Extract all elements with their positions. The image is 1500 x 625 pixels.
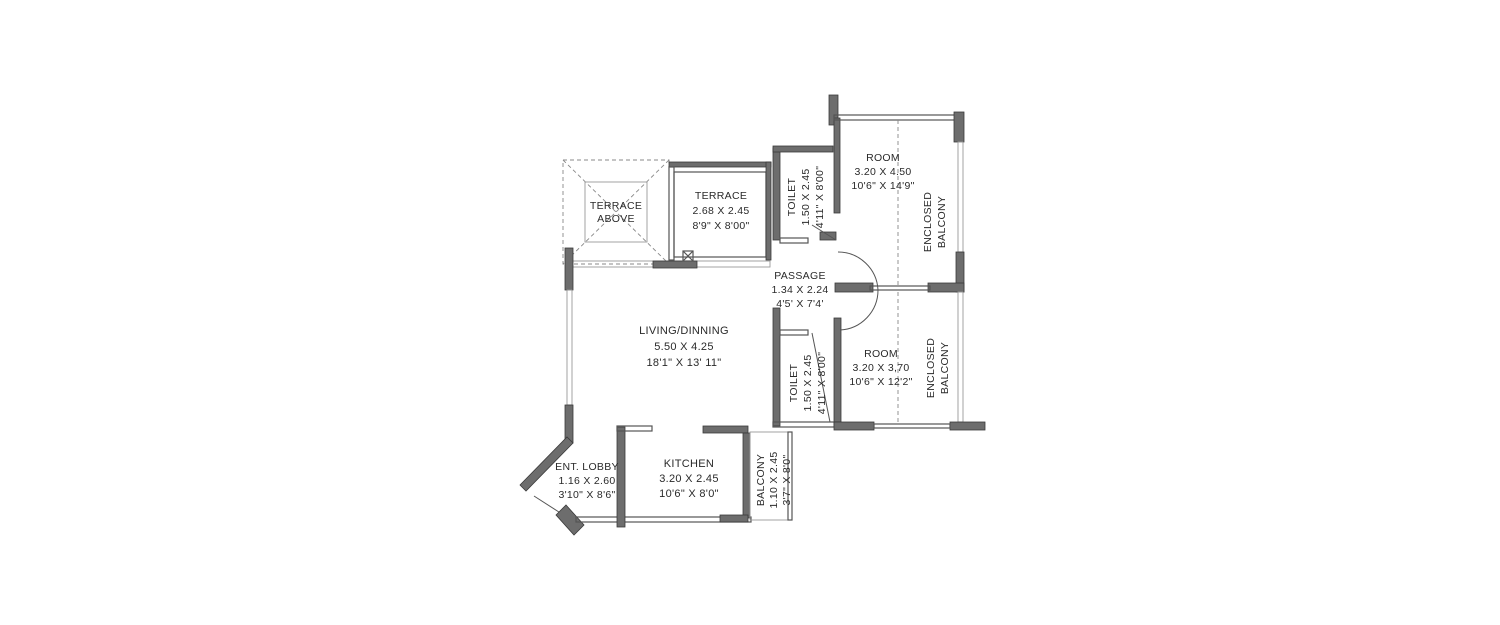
terrace-above-name-2: ABOVE: [597, 213, 635, 225]
enclosed-balcony-bottom-name-1: ENCLOSED: [925, 338, 937, 398]
passage-name: PASSAGE: [774, 270, 826, 282]
room-top-imperial: 10'6" X 14'9": [851, 180, 914, 192]
balcony-name: BALCONY: [755, 454, 767, 506]
passage-metric: 1.34 X 2.24: [771, 284, 828, 296]
terrace-metric: 2.68 X 2.45: [692, 205, 749, 217]
toilet-bottom-metric: 1.50 X 2.45: [802, 354, 814, 411]
terrace-imperial: 8'9" X 8'00": [692, 220, 749, 232]
living-metric: 5.50 X 4.25: [654, 341, 714, 353]
toilet-top-imperial: 4'11" X 8'00": [814, 166, 826, 228]
room-bottom-label: ROOM 3.20 X 3,70 10'6" X 12'2": [849, 348, 912, 388]
kitchen-imperial: 10'6" X 8'0": [659, 488, 719, 500]
toilet-bottom-imperial: 4'11" X 8'00": [816, 352, 828, 414]
room-top-metric: 3.20 X 4.50: [854, 166, 911, 178]
terrace-name: TERRACE: [695, 190, 747, 202]
enclosed-balcony-top-name-2: BALCONY: [936, 196, 948, 248]
room-bottom-metric: 3.20 X 3,70: [852, 362, 909, 374]
room-top-name: ROOM: [866, 152, 900, 164]
living-label: LIVING/DINNING 5.50 X 4.25 18'1" X 13' 1…: [639, 325, 729, 369]
toilet-bottom-label: TOILET 1.50 X 2.45 4'11" X 8'00": [788, 352, 828, 414]
room-bottom-imperial: 10'6" X 12'2": [849, 376, 912, 388]
door-swings: [811, 224, 879, 423]
passage-imperial: 4'5' X 7'4': [776, 298, 824, 310]
toilet-top-label: TOILET 1.50 X 2.45 4'11" X 8'00": [786, 166, 826, 228]
room-bottom-name: ROOM: [864, 348, 898, 360]
enclosed-balcony-top-label: ENCLOSED BALCONY: [922, 192, 948, 252]
enclosed-balcony-bottom-label: ENCLOSED BALCONY: [925, 338, 951, 398]
living-name: LIVING/DINNING: [639, 325, 729, 337]
terrace-above-name-1: TERRACE: [590, 200, 642, 212]
room-top-label: ROOM 3.20 X 4.50 10'6" X 14'9": [851, 152, 914, 192]
balcony-metric: 1.10 X 2.45: [768, 451, 780, 508]
passage-label: PASSAGE 1.34 X 2.24 4'5' X 7'4': [771, 270, 828, 310]
ent-lobby-metric: 1.16 X 2.60: [558, 475, 615, 487]
kitchen-name: KITCHEN: [664, 458, 714, 470]
ent-lobby-imperial: 3'10" X 8'6": [558, 489, 615, 501]
toilet-top-metric: 1.50 X 2.45: [800, 168, 812, 225]
balcony-label: BALCONY 1.10 X 2.45 3'7" X 8'0": [755, 451, 793, 508]
walls: [519, 94, 986, 536]
toilet-bottom-name: TOILET: [788, 364, 800, 403]
terrace-above-area: [562, 159, 670, 265]
kitchen-label: KITCHEN 3.20 X 2.45 10'6" X 8'0": [659, 458, 719, 500]
terrace-label: TERRACE 2.68 X 2.45 8'9" X 8'00": [692, 190, 749, 232]
enclosed-balcony-top-name-1: ENCLOSED: [922, 192, 934, 252]
kitchen-metric: 3.20 X 2.45: [659, 473, 719, 485]
toilet-top-name: TOILET: [786, 178, 798, 217]
balcony-imperial: 3'7" X 8'0": [781, 455, 793, 506]
living-imperial: 18'1" X 13' 11": [646, 357, 721, 369]
enclosed-balcony-bottom-name-2: BALCONY: [939, 342, 951, 394]
terrace-above-label: TERRACE ABOVE: [590, 200, 642, 225]
ent-lobby-label: ENT. LOBBY 1.16 X 2.60 3'10" X 8'6": [555, 461, 619, 501]
ent-lobby-name: ENT. LOBBY: [555, 461, 619, 473]
